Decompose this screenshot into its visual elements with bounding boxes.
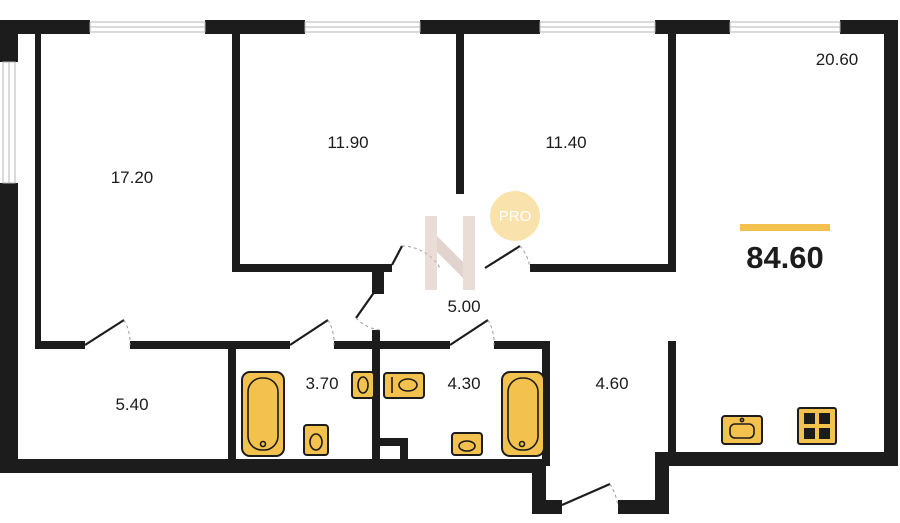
total-area-accent-bar: [740, 224, 830, 231]
door-room-b: [391, 245, 441, 269]
kitchen-sink-icon: [721, 415, 763, 445]
toilet-icon: [383, 372, 425, 399]
room-area-label: 11.90: [327, 133, 368, 152]
room-area-label: 5.00: [447, 297, 480, 316]
room-labels: 17.20 11.90 11.40 20.60 5.00 5.40 3.70 4…: [111, 50, 859, 414]
door-bath-1: [289, 319, 335, 346]
sink-icon: [351, 371, 375, 399]
door-room-c: [484, 245, 531, 269]
pro-badge: [490, 191, 540, 241]
outer-walls: [0, 20, 898, 514]
door-bath-2: [449, 319, 495, 346]
watermark: PRO: [425, 191, 540, 290]
room-area-label: 11.40: [545, 133, 586, 152]
windows: [2, 21, 841, 184]
interior-walls: [35, 34, 676, 466]
total-area: 84.60: [746, 240, 824, 275]
room-area-label: 20.60: [816, 50, 859, 69]
room-area-label: 17.20: [111, 168, 154, 187]
stove-icon: [797, 407, 837, 445]
room-area-label: 4.30: [447, 374, 480, 393]
room-area-label: 5.40: [115, 395, 148, 414]
bathtub-icon: [501, 371, 545, 457]
fixtures: [241, 371, 837, 457]
room-area-label: 4.60: [595, 374, 628, 393]
room-area-label: 3.70: [305, 374, 338, 393]
door-hall-side: [355, 283, 381, 331]
toilet-icon: [303, 424, 329, 456]
doors: [84, 245, 619, 508]
door-storage: [84, 319, 131, 346]
bathtub-icon: [241, 371, 285, 457]
logo-mark-icon: [425, 216, 475, 290]
door-entrance: [561, 482, 619, 508]
pro-badge-text: PRO: [499, 208, 532, 225]
sink-icon: [451, 432, 483, 456]
total-area-callout: 84.60: [740, 224, 830, 275]
